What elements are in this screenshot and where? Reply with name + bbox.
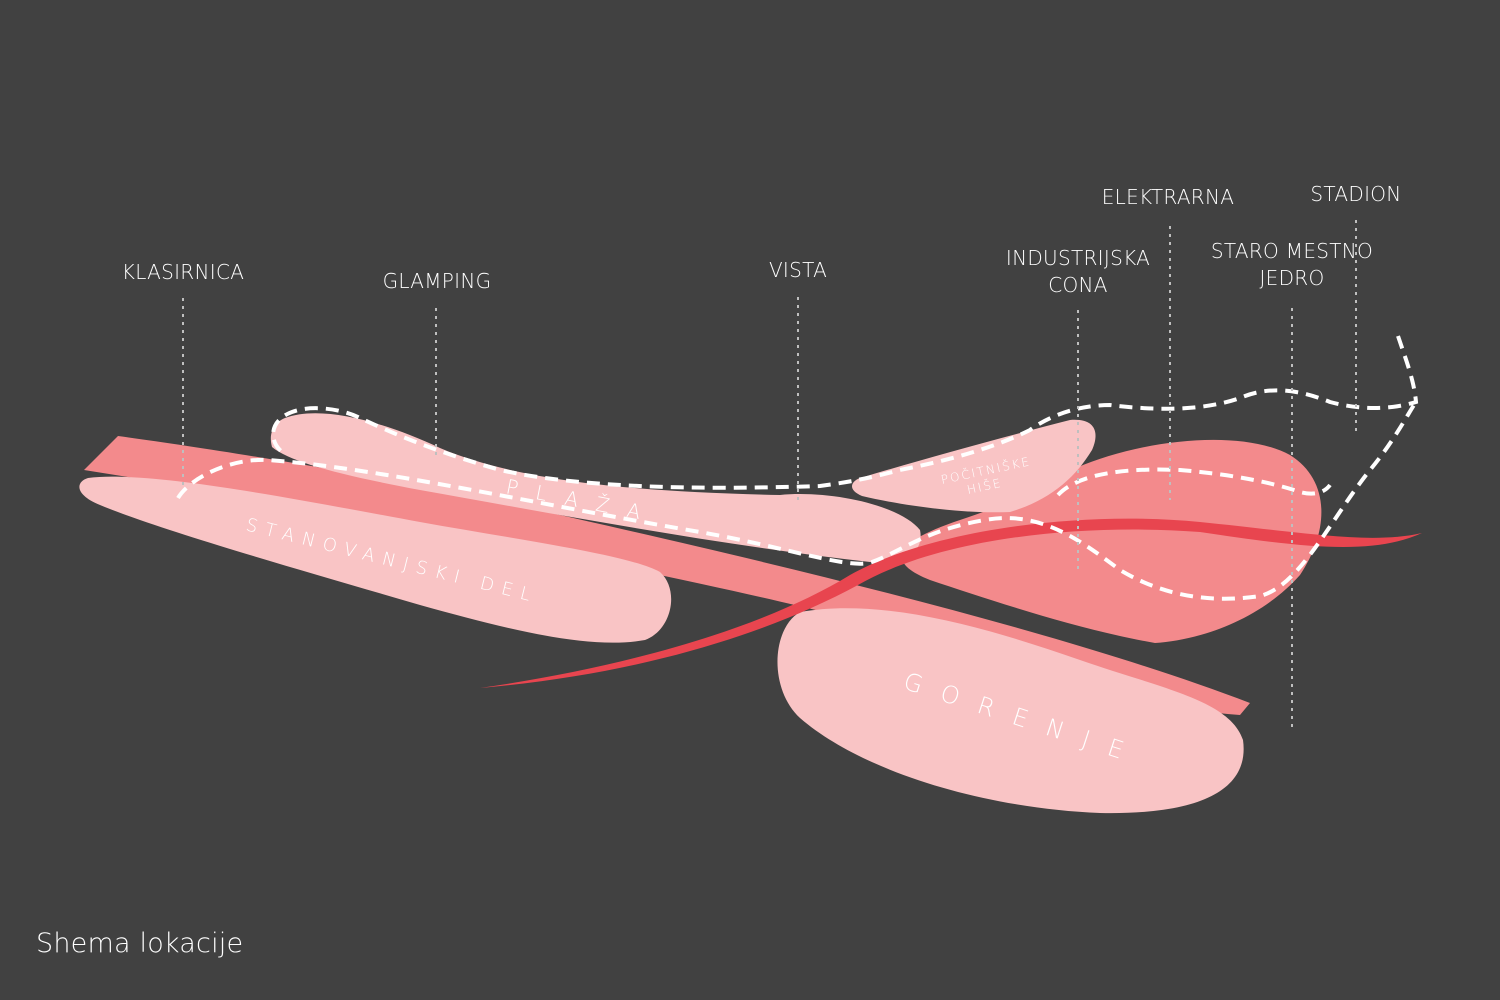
residential-zone (79, 476, 672, 643)
label-staro-mestno-line1: STARO MESTNO (1211, 239, 1373, 263)
label-vista: VISTA (769, 258, 827, 282)
label-stadion: STADION (1310, 182, 1401, 206)
dashed-route-upper (271, 335, 1419, 490)
label-staro-mestno-line2: JEDRO (1259, 266, 1324, 290)
zone-label-pocitniske-line2: HIŠE (966, 475, 1004, 497)
industrial-zone (901, 439, 1322, 643)
diagram-caption: Shema lokacije (36, 928, 244, 959)
label-industrijska-line2: CONA (1048, 273, 1108, 297)
label-elektrarna: ELEKTRARNA (1102, 185, 1235, 209)
label-industrijska-line1: INDUSTRIJSKA (1006, 246, 1150, 270)
dashed-route (176, 400, 1418, 601)
dashed-route-inner (1056, 467, 1332, 497)
label-glamping: GLAMPING (383, 269, 492, 293)
holiday-homes-zone (852, 419, 1096, 513)
label-klasirnica: KLASIRNICA (122, 260, 244, 284)
gorenje-zone (777, 608, 1244, 814)
